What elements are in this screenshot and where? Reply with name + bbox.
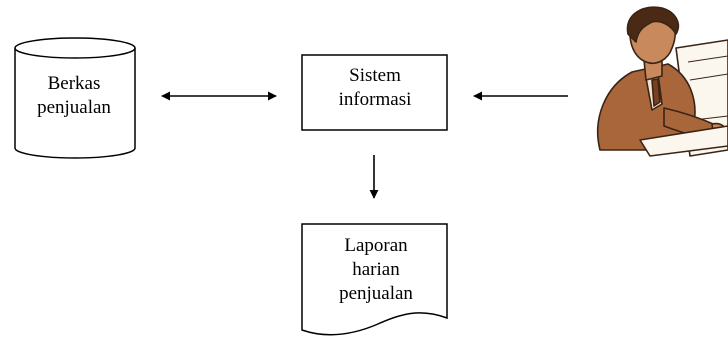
- report-label: Laporan harian penjualan: [302, 234, 450, 306]
- person-at-computer-icon: [596, 6, 728, 157]
- report-label-line-3: penjualan: [339, 283, 413, 304]
- process-label-line-1: Sistem: [349, 65, 401, 86]
- storage-label-line-2: penjualan: [37, 97, 111, 118]
- process-label: Sistem informasi: [300, 64, 450, 112]
- storage-cylinder: [14, 37, 136, 159]
- report-label-line-2: harian: [352, 259, 400, 280]
- report-document: [301, 223, 448, 336]
- process-box: [301, 54, 448, 131]
- storage-label: Berkas penjualan: [14, 72, 134, 120]
- process-label-line-2: informasi: [338, 89, 412, 110]
- storage-label-line-1: Berkas: [47, 73, 101, 94]
- report-label-line-1: Laporan: [344, 235, 408, 256]
